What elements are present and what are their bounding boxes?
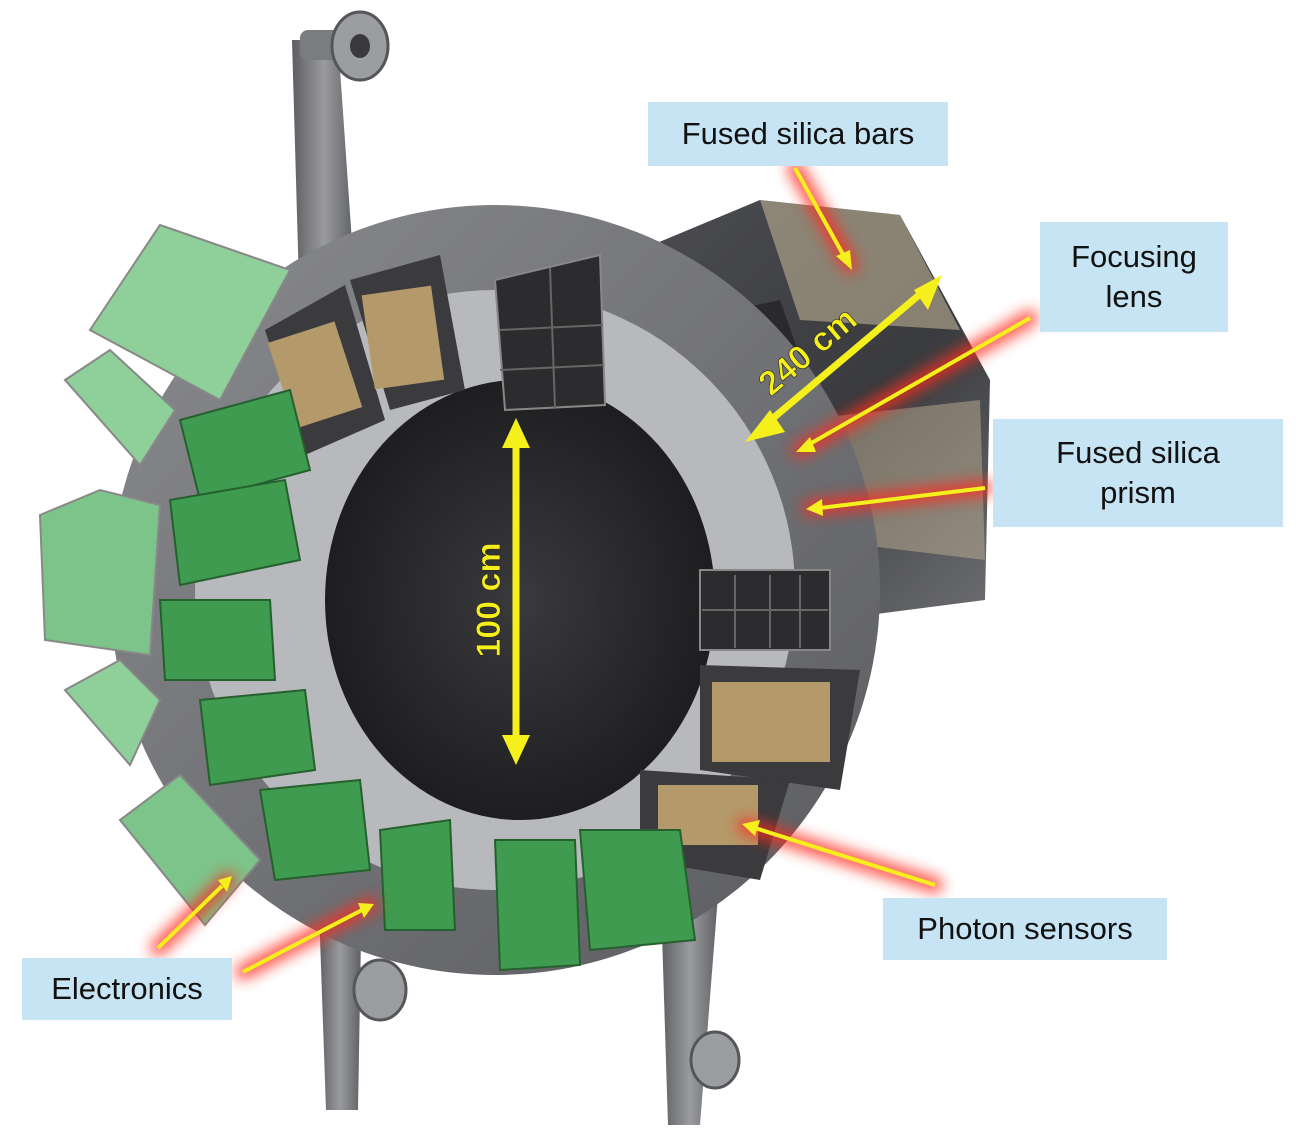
electronics-boards bbox=[158, 388, 697, 972]
photon-sensors-label: Photon sensors bbox=[883, 898, 1167, 960]
prism-boxes bbox=[493, 253, 831, 651]
focusing-lens-label: Focusing lens bbox=[1040, 222, 1228, 332]
fused-silica-bars-label: Fused silica bars bbox=[648, 102, 948, 166]
fused-silica-prism-label: Fused silica prism bbox=[993, 419, 1283, 527]
diameter-label: 100 cm bbox=[470, 542, 508, 657]
electronics-label: Electronics bbox=[22, 958, 232, 1020]
dimension-arrows bbox=[502, 275, 942, 765]
electronics-crates bbox=[38, 223, 292, 927]
pointer-arrows bbox=[156, 167, 1031, 974]
